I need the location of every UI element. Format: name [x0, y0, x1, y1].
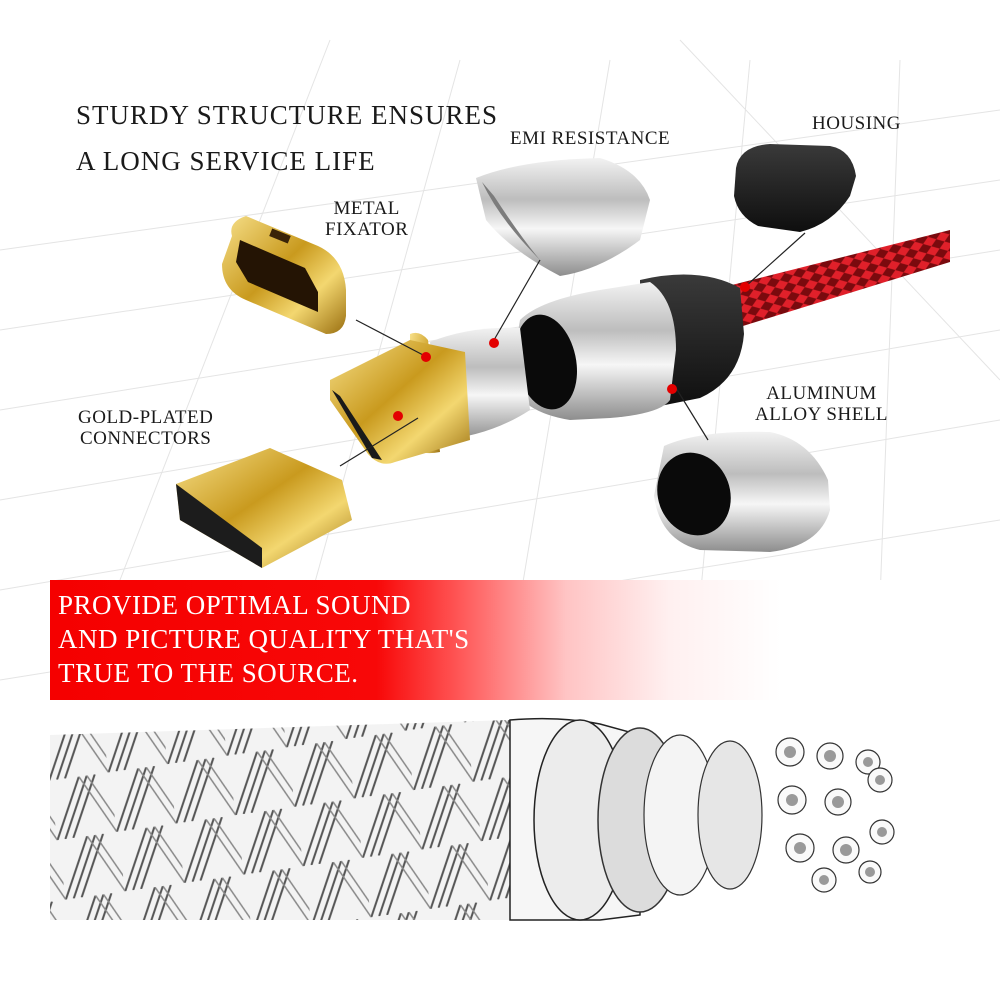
callout-dot-gold-connectors [393, 411, 403, 421]
assembled-plug [330, 327, 530, 464]
callout-dot-aluminum [667, 384, 677, 394]
callout-aluminum-shell: ALUMINUM ALLOY SHELL [755, 383, 888, 426]
callout-dot-emi [489, 338, 499, 348]
gold-connector-part [176, 448, 352, 568]
callout-gold-plated: GOLD-PLATED CONNECTORS [78, 407, 213, 450]
aluminum-shell-part [654, 431, 830, 552]
callout-leader-lines [339, 232, 806, 467]
callout-dot-housing [740, 282, 750, 292]
callout-dot-metal-fixator [421, 352, 431, 362]
headline-line-1: STURDY STRUCTURE ENSURES [76, 100, 499, 130]
promo-banner-text: PROVIDE OPTIMAL SOUND AND PICTURE QUALIT… [58, 588, 470, 690]
promo-banner [50, 580, 910, 700]
callout-gold-plated-line-1: GOLD-PLATED [78, 407, 214, 428]
promo-banner-line-1: PROVIDE OPTIMAL SOUND [58, 590, 412, 620]
callout-metal-fixator-line-1: METAL [333, 198, 400, 219]
callout-gold-plated-line-2: CONNECTORS [79, 428, 212, 450]
headline: STURDY STRUCTURE ENSURES A LONG SERVICE … [76, 92, 498, 184]
housing-part [734, 144, 856, 232]
callout-housing: HOUSING [812, 113, 901, 134]
aluminum-shell-main [510, 282, 676, 420]
metal-fixator-part [222, 216, 346, 334]
promo-banner-line-2: AND PICTURE QUALITY THAT'S [58, 624, 470, 654]
callout-emi-resistance: EMI RESISTANCE [510, 128, 671, 149]
callout-aluminum-shell-line-2: ALLOY SHELL [755, 404, 889, 426]
headline-line-2: A LONG SERVICE LIFE [76, 146, 376, 176]
cable-cross-section [50, 717, 895, 921]
braided-cable [720, 230, 950, 330]
callout-metal-fixator: METAL FIXATOR [325, 198, 408, 241]
callout-aluminum-shell-line-1: ALUMINUM [766, 383, 877, 404]
callout-metal-fixator-line-2: FIXATOR [325, 219, 409, 241]
promo-banner-line-3: TRUE TO THE SOURCE. [58, 658, 359, 688]
emi-shield-part [476, 158, 650, 276]
